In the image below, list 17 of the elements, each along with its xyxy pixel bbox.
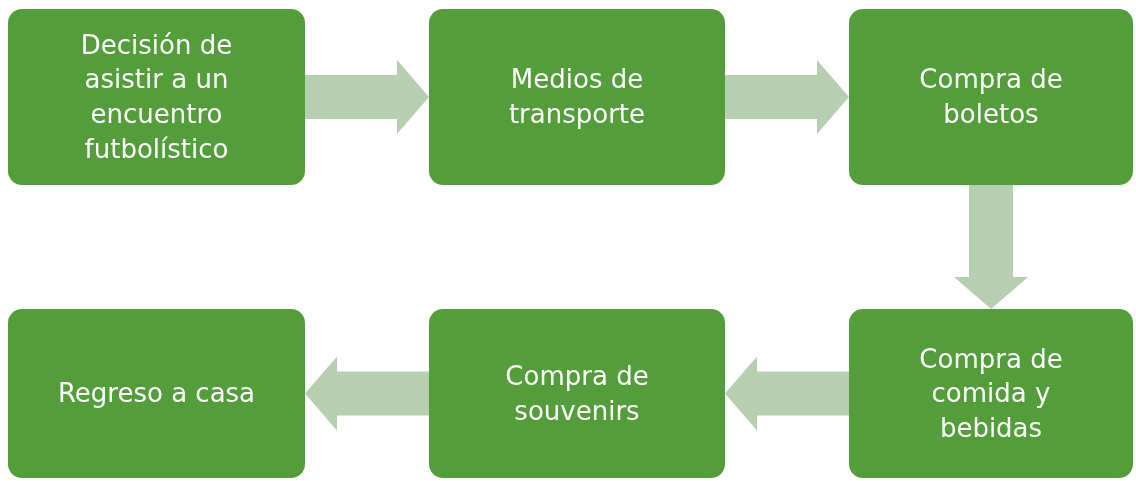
process-box [8,309,305,478]
step-label: Compra de souvenirs [504,359,650,428]
step-label: Medios de transporte [507,63,647,131]
block-arrow [725,60,849,134]
process-box [849,9,1133,185]
step-label: Regreso a casa [57,377,256,411]
step-label: Compra de boletos [918,63,1064,131]
step-label: Compra de comida y bebidas [918,342,1064,445]
step-label: Decisión de asistir a un encuentro futbolístico [79,28,234,166]
process-box [8,9,305,185]
block-arrow [954,185,1028,309]
block-arrow [305,356,429,431]
process-box [849,309,1133,478]
block-arrow [725,356,849,431]
process-box [429,9,725,185]
process-box [429,309,725,478]
block-arrow [305,60,429,134]
